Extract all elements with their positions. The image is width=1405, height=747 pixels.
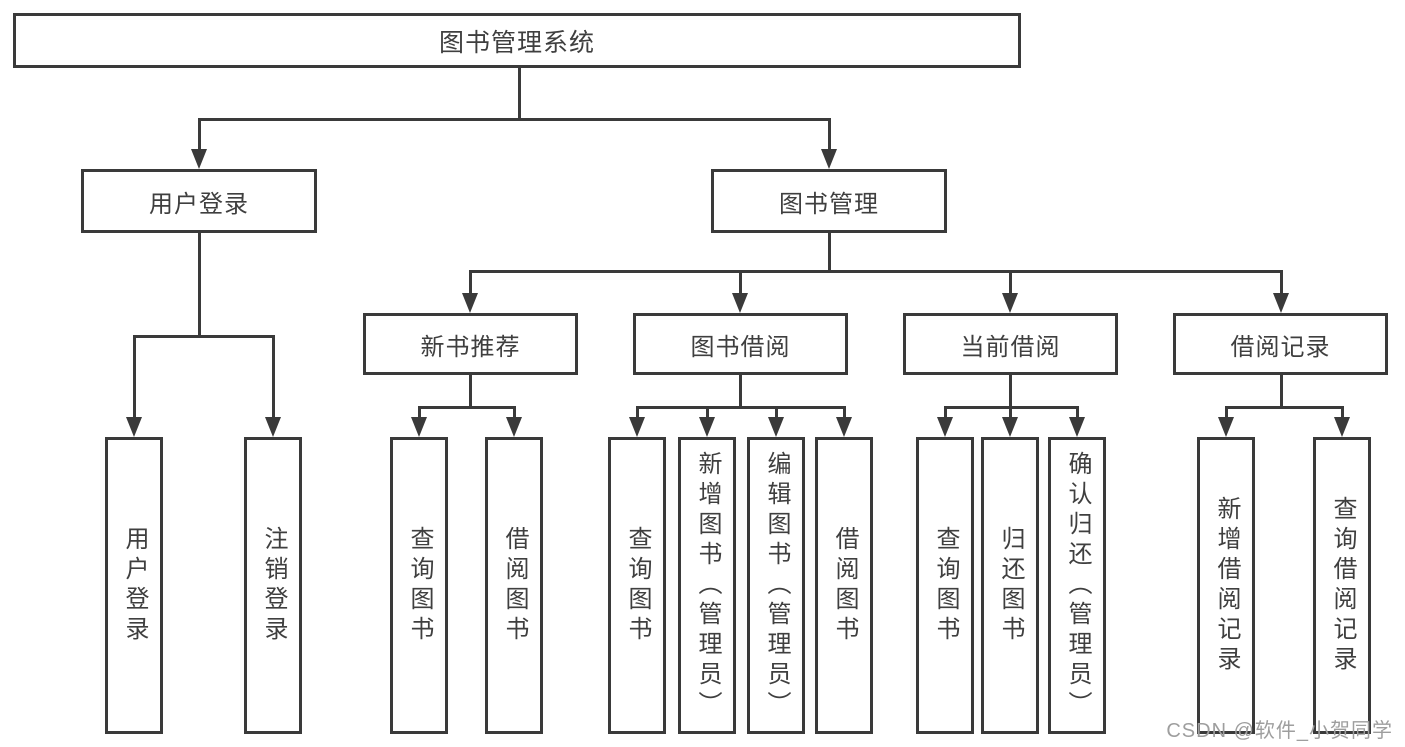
connector-stem xyxy=(775,406,778,420)
leaf-label: 借阅图书 xyxy=(501,525,528,646)
leaf-query-books-recommend: 查询图书 xyxy=(390,437,448,734)
connector-stem xyxy=(469,270,472,296)
connector-stem xyxy=(513,406,516,420)
arrowhead-down-icon xyxy=(821,149,837,169)
connector-trunk xyxy=(1009,375,1012,408)
arrowhead-down-icon xyxy=(462,293,478,313)
node-new-book-recommend: 新书推荐 xyxy=(363,313,578,375)
node-borrow-records: 借阅记录 xyxy=(1173,313,1388,375)
leaf-label: 注销登录 xyxy=(260,525,287,646)
connector-rail xyxy=(636,406,846,409)
connector-rail xyxy=(418,406,516,409)
connector-stem xyxy=(418,406,421,420)
connector-stem xyxy=(706,406,709,420)
arrowhead-down-icon xyxy=(1069,417,1085,437)
leaf-label: 借阅图书 xyxy=(831,525,858,646)
arrowhead-down-icon xyxy=(126,417,142,437)
arrowhead-down-icon xyxy=(1334,417,1350,437)
leaf-edit-book-admin: 编辑图书（管理员） xyxy=(747,437,805,734)
connector-root-trunk xyxy=(518,68,521,118)
leaf-label: 查询图书 xyxy=(624,525,651,646)
connector-stem xyxy=(1076,406,1079,420)
leaf-logout: 注销登录 xyxy=(244,437,302,734)
arrowhead-down-icon xyxy=(1218,417,1234,437)
connector-stem xyxy=(944,406,947,420)
arrowhead-down-icon xyxy=(836,417,852,437)
arrowhead-down-icon xyxy=(937,417,953,437)
node-book-management: 图书管理 xyxy=(711,169,947,233)
arrowhead-down-icon xyxy=(732,293,748,313)
connector-trunk xyxy=(1280,375,1283,408)
leaf-confirm-return-admin: 确认归还（管理员） xyxy=(1048,437,1106,734)
leaf-query-borrow-record: 查询借阅记录 xyxy=(1313,437,1371,734)
arrowhead-down-icon xyxy=(1002,417,1018,437)
connector-rail xyxy=(1225,406,1344,409)
leaf-add-borrow-record: 新增借阅记录 xyxy=(1197,437,1255,734)
arrowhead-down-icon xyxy=(265,417,281,437)
arrowhead-down-icon xyxy=(629,417,645,437)
connector-book-mgmt-trunk xyxy=(828,233,831,272)
node-library-system: 图书管理系统 xyxy=(13,13,1021,68)
arrowhead-down-icon xyxy=(1273,293,1289,313)
csdn-watermark: CSDN @软件_小贺同学 xyxy=(1166,720,1393,742)
connector-stem xyxy=(843,406,846,420)
connector-book-mgmt-rail xyxy=(469,270,1283,273)
leaf-label: 归还图书 xyxy=(997,525,1024,646)
leaf-label: 查询图书 xyxy=(406,525,433,646)
leaf-label: 编辑图书（管理员） xyxy=(763,450,790,721)
node-user-login: 用户登录 xyxy=(81,169,317,233)
leaf-user-login: 用户登录 xyxy=(105,437,163,734)
connector-stem xyxy=(636,406,639,420)
connector-stem xyxy=(198,118,201,152)
leaf-label: 确认归还（管理员） xyxy=(1064,450,1091,721)
leaf-borrow-books: 借阅图书 xyxy=(815,437,873,734)
connector-trunk xyxy=(739,375,742,408)
connector-stem xyxy=(133,335,136,420)
leaf-return-book: 归还图书 xyxy=(981,437,1039,734)
arrowhead-down-icon xyxy=(699,417,715,437)
leaf-label: 查询图书 xyxy=(932,525,959,646)
leaf-query-books-current: 查询图书 xyxy=(916,437,974,734)
connector-stem xyxy=(1341,406,1344,420)
connector-stem xyxy=(1280,270,1283,296)
connector-stem xyxy=(1225,406,1228,420)
node-current-borrow: 当前借阅 xyxy=(903,313,1118,375)
arrowhead-down-icon xyxy=(191,149,207,169)
leaf-label: 用户登录 xyxy=(121,525,148,646)
leaf-borrow-books-recommend: 借阅图书 xyxy=(485,437,543,734)
leaf-query-books-borrow: 查询图书 xyxy=(608,437,666,734)
leaf-label: 新增借阅记录 xyxy=(1213,495,1240,676)
arrowhead-down-icon xyxy=(506,417,522,437)
connector-user-login-trunk xyxy=(198,233,201,337)
connector-root-rail xyxy=(198,118,831,121)
connector-trunk xyxy=(469,375,472,408)
connector-stem xyxy=(828,118,831,152)
leaf-label: 新增图书（管理员） xyxy=(694,450,721,721)
connector-stem xyxy=(272,335,275,420)
arrowhead-down-icon xyxy=(411,417,427,437)
connector-stem xyxy=(1009,406,1012,420)
leaf-label: 查询借阅记录 xyxy=(1329,495,1356,676)
arrowhead-down-icon xyxy=(768,417,784,437)
connector-stem xyxy=(1009,270,1012,296)
connector-stem xyxy=(739,270,742,296)
connector-user-login-rail xyxy=(133,335,275,338)
arrowhead-down-icon xyxy=(1002,293,1018,313)
node-book-borrow: 图书借阅 xyxy=(633,313,848,375)
leaf-add-book-admin: 新增图书（管理员） xyxy=(678,437,736,734)
